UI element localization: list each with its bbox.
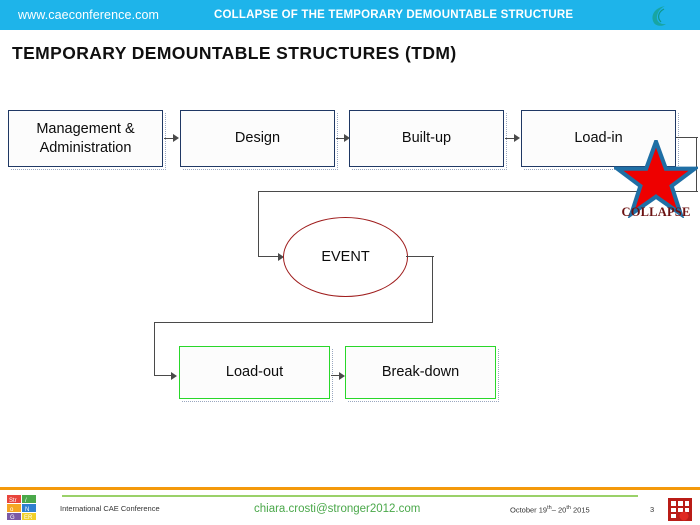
footer-date-mid: – 20 xyxy=(551,505,567,515)
footer-orange-rule xyxy=(0,487,700,490)
svg-text:G: G xyxy=(10,515,15,521)
flow-node-load-out[interactable]: Load-out xyxy=(179,346,330,399)
edge-builtup-loadin-arrow xyxy=(514,134,520,142)
footer-date-suffix: 2015 xyxy=(570,505,590,515)
svg-text:N: N xyxy=(25,507,29,513)
edge-builtup-loadin-line xyxy=(505,138,515,140)
edge-loadin-event-arrow xyxy=(278,253,284,261)
edge-loadin-event-seg3 xyxy=(258,191,698,193)
red-star-icon xyxy=(611,135,700,220)
flow-node-design[interactable]: Design xyxy=(180,110,335,167)
edge-loadin-event-seg4 xyxy=(258,191,260,257)
footer-date-prefix: October 19 xyxy=(510,505,548,515)
flow-node-management[interactable]: Management & Administration xyxy=(8,110,163,167)
edge-event-loadout-seg5 xyxy=(154,375,173,377)
edge-event-loadout-arrow xyxy=(171,372,177,380)
edge-management-design-arrow xyxy=(173,134,179,142)
node-shadow-load-in xyxy=(524,113,679,170)
footer-page-number: 3 xyxy=(650,505,655,514)
edge-event-loadout-seg2 xyxy=(432,256,434,323)
header-bar xyxy=(0,0,700,30)
node-shadow-built-up xyxy=(352,113,507,170)
page-title: TEMPORARY DEMOUNTABLE STRUCTURES (TDM) xyxy=(12,43,457,63)
edge-event-loadout-seg1 xyxy=(406,256,434,258)
footer-date: October 19th– 20th 2015 xyxy=(510,505,590,515)
edge-loadout-breakdown-line xyxy=(331,375,340,377)
footer-green-rule xyxy=(62,495,638,497)
edge-event-loadout-seg3 xyxy=(154,322,433,324)
flow-node-event[interactable]: EVENT xyxy=(283,217,408,297)
edge-design-builtup-line xyxy=(336,138,345,140)
edge-loadout-breakdown-arrow xyxy=(339,372,345,380)
footer-date-sup2: th xyxy=(566,505,571,511)
node-shadow-design xyxy=(183,113,338,170)
header-website-url[interactable]: www.caeconference.com xyxy=(18,8,160,22)
svg-text:o: o xyxy=(10,507,14,513)
edge-design-builtup-arrow xyxy=(344,134,350,142)
flow-node-break-down[interactable]: Break-down xyxy=(345,346,496,399)
red-square-logo-icon xyxy=(667,497,693,522)
svg-text:/: / xyxy=(25,498,27,504)
svg-text:Str: Str xyxy=(9,498,17,504)
edge-loadin-event-seg5 xyxy=(258,256,280,258)
stronger2012-logo-icon: Str / o N G ER xyxy=(6,494,38,521)
crescent-leaf-logo-icon xyxy=(646,4,672,28)
footer-date-sup1: th xyxy=(547,505,552,511)
svg-text:ER: ER xyxy=(24,515,33,521)
node-shadow-break-down xyxy=(348,349,499,402)
footer-conference-name: International CAE Conference xyxy=(60,504,160,513)
header-presentation-title: COLLAPSE OF THE TEMPORARY DEMOUNTABLE ST… xyxy=(214,9,574,21)
edge-management-design-line xyxy=(164,138,174,140)
collapse-annotation-label: COLLAPSE xyxy=(621,205,691,219)
footer-email-link[interactable]: chiara.crosti@stronger2012.com xyxy=(254,503,421,515)
flow-node-built-up[interactable]: Built-up xyxy=(349,110,504,167)
node-shadow-management xyxy=(11,113,166,170)
edge-loadin-event-seg2 xyxy=(696,137,698,192)
edge-loadin-event-seg1 xyxy=(676,137,698,139)
edge-event-loadout-seg4 xyxy=(154,322,156,376)
